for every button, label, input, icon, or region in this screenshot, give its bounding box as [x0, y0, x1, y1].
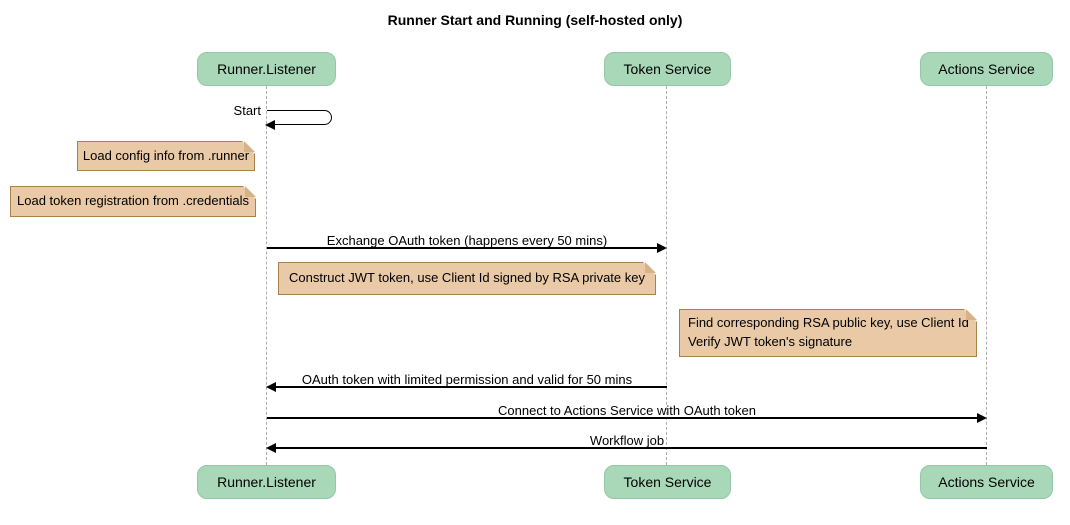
note-load-token-registration-text: Load token registration from .credential… — [17, 193, 249, 209]
message-workflow-job-line — [276, 447, 987, 449]
message-workflow-job-arrowhead — [266, 443, 276, 453]
diagram-title: Runner Start and Running (self-hosted on… — [387, 12, 683, 28]
participant-runner-listener-bottom: Runner.Listener — [197, 465, 336, 499]
lifeline-actions-service — [986, 86, 987, 465]
message-exchange-oauth-label: Exchange OAuth token (happens every 50 m… — [326, 233, 608, 248]
message-connect-actions-line — [267, 417, 977, 419]
message-connect-actions-arrowhead — [977, 413, 987, 423]
message-oauth-token-arrowhead — [266, 382, 276, 392]
participant-actions-service-bottom: Actions Service — [920, 465, 1053, 499]
self-message-start-arrowhead — [265, 120, 275, 130]
message-exchange-oauth-line — [267, 247, 658, 249]
note-verify-jwt: Find corresponding RSA public key, use C… — [679, 309, 977, 357]
lifeline-runner-listener — [266, 86, 267, 465]
participant-runner-listener-top: Runner.Listener — [197, 52, 336, 86]
self-message-start-arrow — [267, 110, 332, 125]
note-verify-jwt-line2: Verify JWT token's signature — [688, 334, 853, 349]
note-construct-jwt-text: Construct JWT token, use Client Id signe… — [289, 270, 645, 286]
note-load-config-text: Load config info from .runner — [82, 147, 250, 163]
participant-token-service-bottom: Token Service — [604, 465, 731, 499]
participant-token-service-top: Token Service — [604, 52, 731, 86]
note-load-config: Load config info from .runner — [77, 141, 255, 171]
participant-actions-service-top: Actions Service — [920, 52, 1053, 86]
message-oauth-token-label: OAuth token with limited permission and … — [301, 372, 633, 387]
self-message-start-label: Start — [233, 103, 261, 118]
message-workflow-job-label: Workflow job — [589, 433, 665, 448]
message-oauth-token-line — [275, 386, 667, 388]
message-exchange-oauth-arrowhead — [657, 243, 667, 253]
note-verify-jwt-line1: Find corresponding RSA public key, use C… — [688, 315, 969, 331]
note-load-token-registration: Load token registration from .credential… — [10, 186, 256, 217]
note-construct-jwt: Construct JWT token, use Client Id signe… — [278, 262, 656, 295]
lifeline-token-service — [666, 86, 667, 465]
message-connect-actions-label: Connect to Actions Service with OAuth to… — [498, 403, 756, 418]
